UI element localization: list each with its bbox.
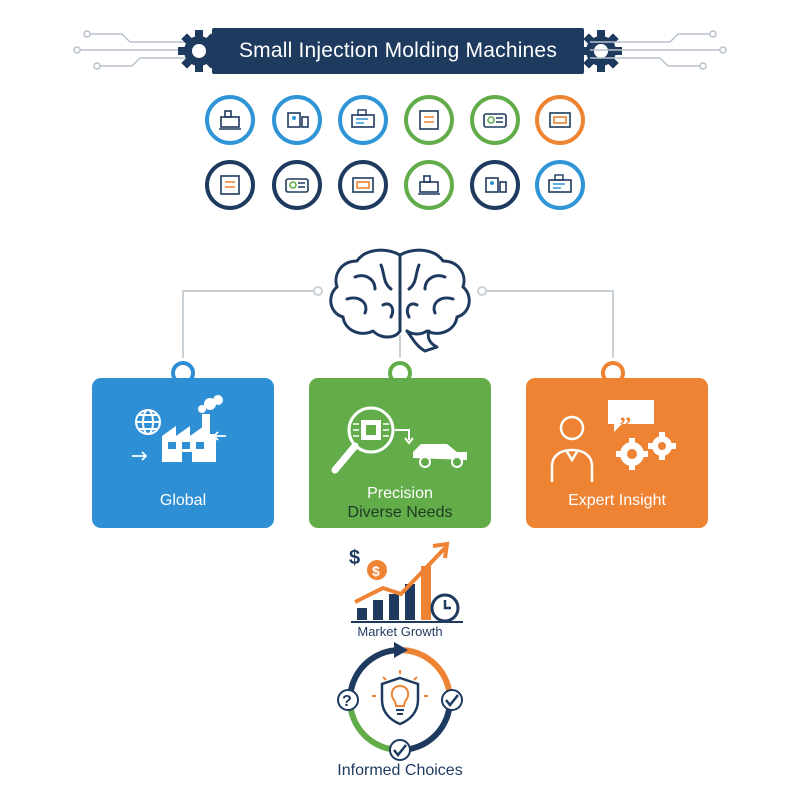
card-global-label: Global	[159, 492, 207, 509]
card-expert-insight-label: Expert Insight	[568, 492, 666, 509]
svg-text:?: ?	[342, 693, 352, 710]
injection-machine-icon	[485, 177, 507, 193]
informed-choices-label: Informed Choices	[337, 762, 463, 779]
injection-machine-icon	[352, 177, 374, 193]
injection-machine-icon	[285, 178, 309, 193]
expert-gears-icon: ,,	[550, 400, 676, 482]
machine-icon	[404, 160, 454, 210]
factory-globe-icon	[132, 395, 226, 462]
injection-machine-icon	[220, 175, 240, 195]
market-growth-chart-icon: $ $	[349, 541, 463, 623]
card-global: Global	[92, 378, 274, 528]
injection-machine-icon	[287, 112, 309, 128]
injection-machine-icon	[219, 110, 241, 130]
svg-text:$: $	[349, 547, 360, 569]
informed-choices-cycle-icon: ?	[337, 642, 463, 761]
svg-text:,,: ,,	[620, 401, 631, 426]
injection-machine-icon	[549, 112, 571, 128]
machine-icon	[272, 160, 322, 210]
injection-machine-icon	[419, 110, 439, 130]
machine-icon	[338, 95, 388, 145]
card-expert-insight: ,, Expert Insight	[526, 378, 708, 528]
gear-icon	[178, 30, 220, 72]
injection-machine-icon	[418, 175, 440, 195]
machine-icon	[205, 95, 255, 145]
machine-icon	[535, 160, 585, 210]
card-precision-sublabel: Diverse Needs	[347, 504, 453, 521]
card-precision-label: Precision	[367, 485, 433, 502]
market-growth-label: Market Growth	[357, 624, 443, 639]
machine-icon	[205, 160, 255, 210]
machine-icon	[338, 160, 388, 210]
machine-icon	[470, 95, 520, 145]
injection-machine-icon	[483, 113, 507, 128]
machine-icon	[470, 160, 520, 210]
svg-text:$: $	[372, 563, 380, 579]
page-title: Small Injection Molding Machines	[212, 28, 584, 74]
injection-machine-icon	[548, 174, 572, 193]
machine-icon	[272, 95, 322, 145]
connector-lines	[182, 286, 614, 358]
circuit-lines-right-icon	[590, 30, 727, 70]
injection-machine-icon	[351, 109, 375, 128]
machine-icon	[535, 95, 585, 145]
magnifier-chip-car-icon	[331, 406, 467, 474]
brain-icon	[329, 248, 471, 353]
machine-icon	[404, 95, 454, 145]
card-precision: Precision Diverse Needs	[309, 378, 491, 528]
